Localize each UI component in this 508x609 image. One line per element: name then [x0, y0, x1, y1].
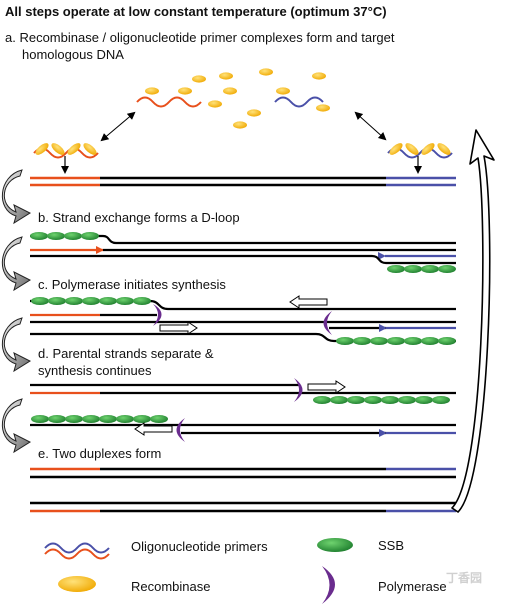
recombinase-pool	[145, 68, 330, 129]
legend-ssb-label: SSB	[378, 538, 404, 553]
recombinase-primer-complex-right	[387, 143, 453, 174]
step-b-label: b. Strand exchange forms a D-loop	[38, 210, 240, 225]
recycle-arrow	[451, 129, 495, 513]
ssb-step-d	[31, 396, 450, 423]
target-dna-step-a	[30, 176, 456, 187]
d-loop-step-b	[30, 234, 456, 265]
equilibrium-arrow-right	[354, 111, 387, 141]
direction-arrow-step-d-right	[307, 380, 346, 394]
ssb-step-b	[30, 232, 456, 273]
legend-recombinase-symbol	[58, 576, 96, 592]
duplex-1	[30, 467, 456, 479]
free-primer-blue	[274, 96, 324, 108]
step-d-label-cont: synthesis continues	[38, 363, 152, 378]
legend-polymerase-label: Polymerase	[378, 579, 447, 594]
watermark: 丁香园	[446, 570, 482, 585]
legend-primers-label: Oligonucleotide primers	[131, 539, 268, 554]
polymerase-step-c-left	[153, 304, 162, 326]
legend-recombinase-label: Recombinase	[131, 579, 211, 594]
polymerase-step-d-bottom	[176, 418, 185, 442]
equilibrium-arrow-left	[100, 111, 136, 142]
polymerase-step-c-right	[323, 311, 332, 335]
diagram-title: All steps operate at low constant temper…	[5, 4, 387, 19]
ssb-step-c	[31, 297, 456, 345]
duplex-2	[30, 501, 456, 513]
extension-step-c	[30, 299, 456, 343]
free-primer-red	[136, 96, 202, 108]
step-a-label: a. Recombinase / oligonucleotide primer …	[5, 30, 395, 45]
step-c-label: c. Polymerase initiates synthesis	[38, 277, 226, 292]
step-a-label-cont: homologous DNA	[22, 47, 124, 62]
step-d-label: d. Parental strands separate &	[38, 346, 214, 361]
legend: Oligonucleotide primers SSB Recombinase …	[44, 538, 447, 604]
direction-arrow-step-c-right	[159, 321, 198, 335]
legend-primer-red-symbol	[44, 548, 110, 560]
polymerase-step-d-top	[294, 378, 303, 402]
step-e-label: e. Two duplexes form	[38, 446, 161, 461]
legend-polymerase-symbol	[322, 566, 335, 604]
step-transition-arrows	[1, 169, 32, 454]
direction-arrow-step-c-left	[289, 295, 328, 309]
recombinase-primer-complex-left	[33, 143, 99, 174]
legend-primer-blue-symbol	[44, 542, 110, 554]
separation-step-d	[30, 383, 456, 437]
direction-arrow-step-d-left	[134, 422, 173, 436]
legend-ssb-symbol	[317, 538, 353, 552]
